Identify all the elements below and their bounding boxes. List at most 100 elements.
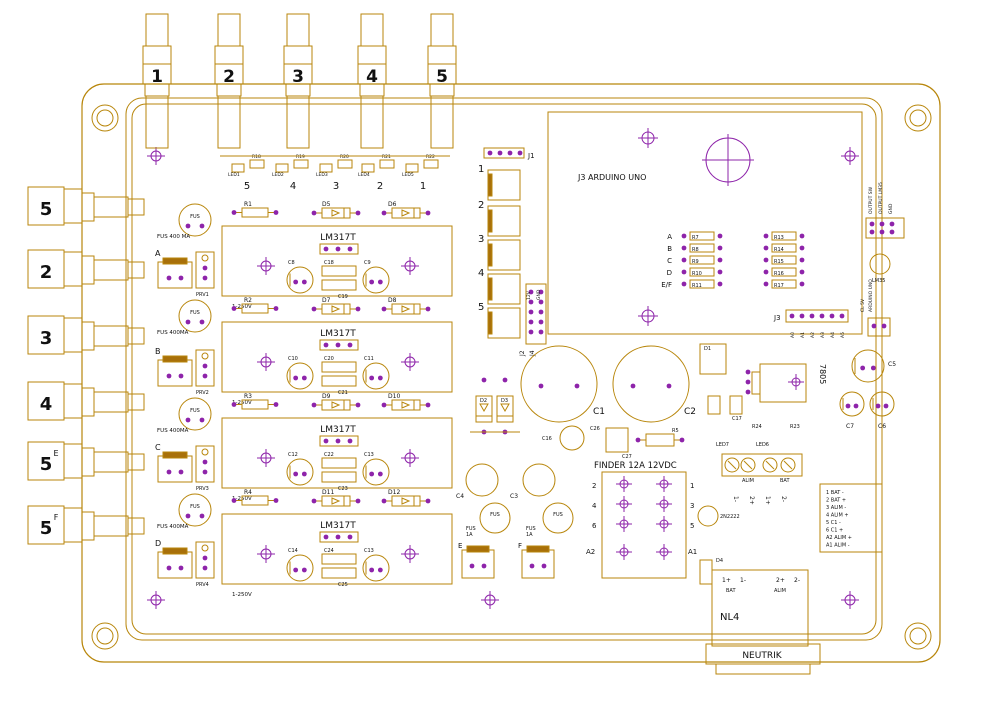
capacitor-c26-c27 — [605, 427, 629, 453]
relay-pin-number: 5 — [690, 522, 694, 530]
cap-body — [286, 554, 314, 582]
res-pad-a — [231, 210, 237, 215]
capacitor — [362, 458, 390, 486]
right-edge-label: OUTPUT LM35 — [878, 182, 884, 214]
relay-title: FINDER 12A 12VDC — [594, 461, 677, 471]
cap-pad-a — [875, 403, 881, 409]
capacitor-c17-b — [729, 395, 743, 415]
regulator-pin — [347, 438, 353, 444]
top-connector-cap — [217, 13, 241, 47]
cap-pad-b — [301, 375, 307, 381]
right-connector-body — [487, 205, 521, 237]
cap-pad-a — [369, 375, 375, 381]
pin-legend-entry: 5 C1 - — [826, 520, 841, 526]
channel-pad-b — [178, 565, 184, 571]
regulator-pin — [335, 438, 341, 444]
relay-pin-number: 2 — [592, 482, 596, 490]
side-connector-body — [93, 451, 129, 473]
diode-body — [321, 207, 351, 219]
channel-pad-a — [166, 373, 172, 379]
channel-terminal-body — [157, 261, 193, 289]
board-outer-edge — [81, 83, 941, 663]
res-body — [645, 433, 675, 447]
fuse-pad-b — [199, 417, 205, 423]
cap-body — [362, 458, 390, 486]
j3-pin-label: A1 — [800, 332, 806, 338]
led-number: 5 — [244, 181, 250, 192]
j4-pin-label: 12V — [526, 290, 532, 300]
arduino-row-res — [771, 267, 797, 277]
j1-pin — [507, 150, 513, 156]
arduino-row-pad — [799, 269, 805, 275]
top-connector: 5 — [427, 13, 457, 149]
cap-label: C3 — [510, 493, 518, 500]
vertical-diode-body — [496, 395, 514, 423]
j4-pin — [538, 309, 544, 315]
led-body — [405, 163, 419, 173]
cap-label: C10 — [288, 356, 298, 362]
prv-pad-b — [202, 565, 208, 571]
arduino-row-pad — [763, 281, 769, 287]
channel-letter: B — [155, 347, 161, 356]
channel-terminal-body — [157, 455, 193, 483]
j4-pin — [538, 329, 544, 335]
regulator-pin — [323, 246, 329, 252]
resistor — [231, 495, 279, 506]
regulator-pin — [323, 342, 329, 348]
side-connector: 4 — [27, 381, 145, 421]
arduino-row-pad — [717, 281, 723, 287]
sensor-pin — [869, 221, 875, 227]
diode — [311, 207, 361, 219]
cap-label: C13 — [364, 452, 374, 458]
res-pad-a — [231, 306, 237, 311]
arduino-row-res — [689, 231, 715, 241]
terminal-block — [721, 453, 803, 477]
side-connector-number: 3 — [40, 328, 53, 349]
diode-body — [391, 303, 421, 315]
resistor — [635, 433, 685, 447]
arduino-row-letter: B — [667, 245, 672, 253]
led-res-label: R21 — [382, 154, 391, 160]
diode-d1 — [699, 343, 727, 375]
terminal-pin-label: 1+ — [764, 496, 771, 505]
prv-pad-b — [202, 373, 208, 379]
corner-mount-hole — [91, 104, 119, 132]
fuse-terminal-letter: F — [518, 542, 522, 550]
arduino-row-pad — [681, 269, 687, 275]
channel-letter: C — [155, 443, 161, 452]
neutrik-alim-label: ALIM — [774, 588, 786, 594]
side-connector: 2 — [27, 249, 145, 289]
top-connector-cap — [286, 13, 310, 47]
led-res-label: R18 — [252, 154, 261, 160]
j3-pin-label: A4 — [830, 332, 836, 338]
c2-pad — [666, 383, 672, 389]
fuse-terminal-pad — [541, 563, 547, 569]
side-connector-number: 5 — [40, 518, 53, 539]
arduino-row-pad — [681, 233, 687, 239]
regulator-pin — [323, 438, 329, 444]
right-connector: 5 — [478, 302, 521, 339]
j4-pin — [528, 299, 534, 305]
diode-pad-a — [311, 210, 317, 216]
led-number: 4 — [290, 181, 296, 192]
res-pad-a — [635, 437, 641, 443]
relay-pin-number: 4 — [592, 502, 597, 510]
top-connector-shaft — [145, 95, 169, 149]
side-connector-shaft — [127, 261, 145, 279]
diode-body — [391, 207, 421, 219]
c2-pad — [630, 383, 636, 389]
terminal-pin-label: 1- — [732, 496, 739, 502]
arduino-mount-icon — [702, 134, 754, 186]
arduino-outline — [547, 111, 863, 335]
right-connector-number: 4 — [478, 268, 484, 279]
led-res-label: R19 — [296, 154, 305, 160]
right-connector-tab — [487, 209, 493, 233]
